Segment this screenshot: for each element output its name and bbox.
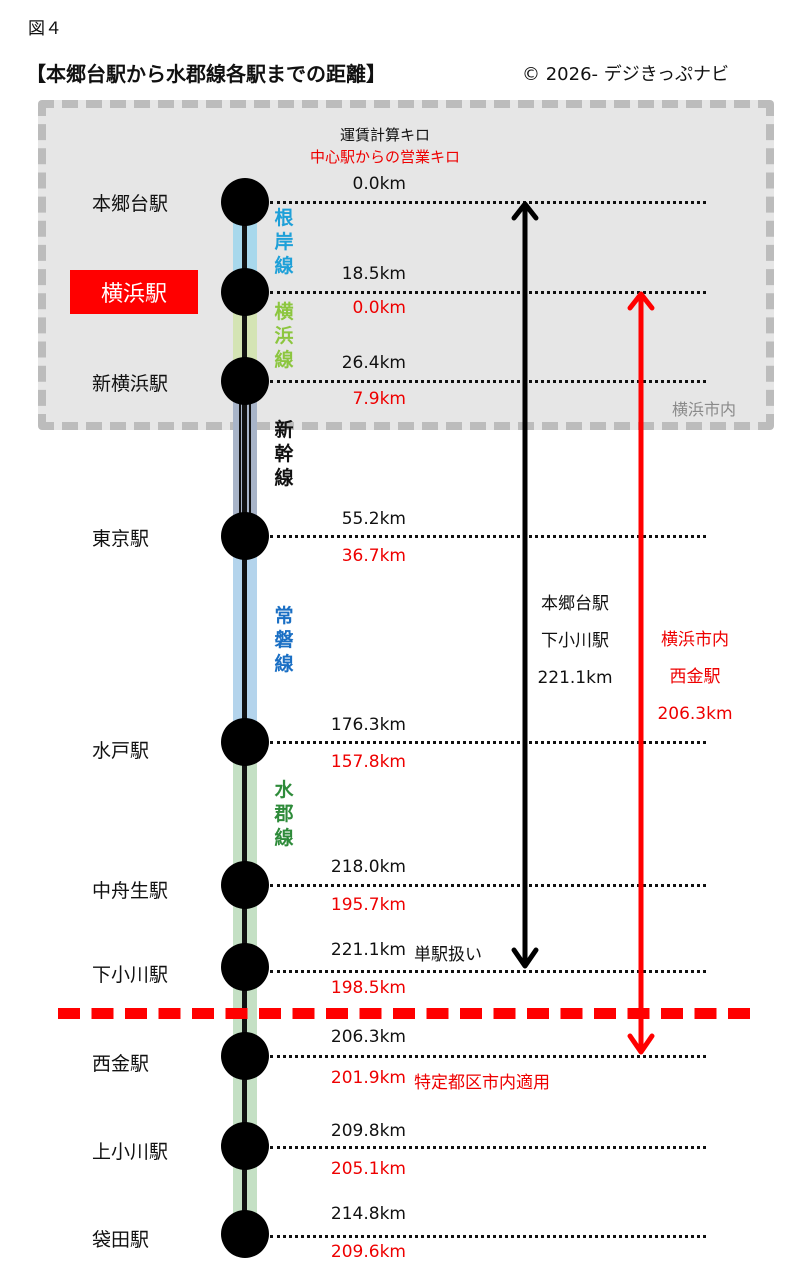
yokohama-line-label: 横浜線 (274, 301, 294, 371)
fare-km: 176.3km (330, 715, 406, 735)
figure-label: 図４ (28, 19, 62, 39)
fare-km: 209.8km (330, 1121, 406, 1141)
fare-km: 206.3km (330, 1027, 406, 1047)
arrow-from: 横浜市内 (661, 630, 729, 650)
station-guide-line (270, 1055, 706, 1058)
copyright: © 2026- デジきっぷナビ (522, 64, 730, 85)
station-node (221, 357, 269, 405)
shinkansen-rail-left (239, 400, 241, 535)
fare-km: 0.0km (352, 174, 406, 194)
fare-km: 221.1km (330, 940, 406, 960)
arrow-to: 下小川駅 (541, 631, 609, 651)
fare-km: 18.5km (341, 264, 406, 284)
shinkansen-label: 新幹線 (274, 419, 294, 489)
station-name: 上小川駅 (92, 1141, 169, 1163)
station-node (221, 943, 269, 991)
station-name: 新横浜駅 (92, 373, 169, 395)
fare-km: 55.2km (341, 509, 406, 529)
center-km: 198.5km (330, 978, 406, 998)
center-km: 7.9km (352, 389, 406, 409)
center-km-header: 中心駅からの営業キロ (309, 148, 460, 166)
red-arrow-label: 横浜市内 西金駅 206.3km (640, 622, 750, 733)
fare-km: 218.0km (330, 857, 406, 877)
station-guide-line (270, 1235, 706, 1238)
arrow-distance: 221.1km (537, 668, 613, 688)
station-guide-line (270, 201, 706, 204)
station-guide-line (270, 884, 706, 887)
station-guide-line (270, 291, 706, 294)
station-name-highlight: 横浜駅 (70, 270, 198, 314)
station-node (221, 1032, 269, 1080)
diagram-title: 【本郷台駅から水郡線各駅までの距離】 (26, 62, 386, 86)
fare-km: 26.4km (341, 353, 406, 373)
center-km: 195.7km (330, 895, 406, 915)
station-node (221, 861, 269, 909)
black-arrow-label: 本郷台駅 下小川駅 221.1km (520, 586, 630, 697)
station-name: 袋田駅 (92, 1229, 150, 1251)
station-name: 本郷台駅 (92, 193, 169, 215)
station-name: 中舟生駅 (92, 880, 169, 902)
station-guide-line (270, 741, 706, 744)
station-guide-line (270, 970, 706, 973)
station-guide-line (270, 535, 706, 538)
shinkansen-rail-right (249, 400, 251, 535)
center-km: 157.8km (330, 752, 406, 772)
suigun-line-label: 水郡線 (274, 779, 294, 849)
negishi-line-label: 根岸線 (274, 207, 294, 277)
arrow-from: 本郷台駅 (541, 594, 609, 614)
track-core (242, 200, 247, 1235)
fare-km: 214.8km (330, 1204, 406, 1224)
station-node (221, 178, 269, 226)
red-distance-arrow-icon (627, 291, 655, 1055)
center-km: 209.6km (330, 1242, 406, 1262)
black-distance-arrow-icon (511, 201, 539, 969)
special-city-note: 特定都区市内適用 (414, 1073, 550, 1093)
city-boundary-line (58, 1008, 750, 1019)
station-name: 水戸駅 (92, 740, 150, 762)
joban-line-label: 常磐線 (274, 605, 294, 675)
city-zone-label: 横浜市内 (672, 400, 737, 419)
single-station-note: 単駅扱い (414, 945, 482, 965)
yokohama-city-zone (38, 100, 774, 430)
station-node (221, 718, 269, 766)
station-name: 下小川駅 (92, 964, 169, 986)
station-name: 西金駅 (92, 1053, 150, 1075)
arrow-distance: 206.3km (657, 704, 733, 724)
arrow-to: 西金駅 (669, 667, 721, 687)
center-km: 205.1km (330, 1159, 406, 1179)
station-node (221, 268, 269, 316)
station-node (221, 1122, 269, 1170)
station-node (221, 512, 269, 560)
station-guide-line (270, 1146, 706, 1149)
fare-km-header: 運賃計算キロ (339, 126, 430, 144)
center-km: 201.9km (330, 1068, 406, 1088)
center-km: 36.7km (341, 546, 406, 566)
station-node (221, 1210, 269, 1258)
station-guide-line (270, 380, 706, 383)
station-name: 東京駅 (92, 528, 150, 550)
center-km: 0.0km (352, 298, 406, 318)
